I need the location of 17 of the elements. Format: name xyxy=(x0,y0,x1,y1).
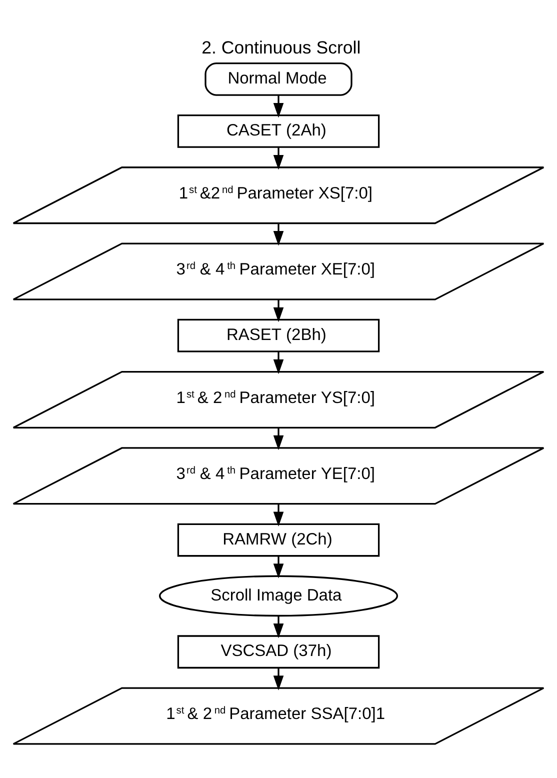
arrow xyxy=(273,428,284,450)
node-box: Normal Mode xyxy=(204,62,352,96)
node-box: CASET (2Ah) xyxy=(177,114,380,148)
node-ellipse: Scroll Image Data xyxy=(158,575,398,617)
arrow xyxy=(273,352,284,374)
arrow xyxy=(273,224,284,246)
arrow xyxy=(273,668,284,690)
node-box: RASET (2Bh) xyxy=(177,318,380,352)
arrow xyxy=(273,556,284,578)
arrow xyxy=(273,300,284,322)
node-box: VSCSAD (37h) xyxy=(177,635,380,669)
arrow xyxy=(273,147,284,170)
node-box: RAMRW (2Ch) xyxy=(177,523,380,557)
diagram-title: 2. Continuous Scroll xyxy=(202,37,361,58)
arrow xyxy=(273,504,284,526)
arrow xyxy=(273,96,284,118)
arrow xyxy=(273,616,284,638)
